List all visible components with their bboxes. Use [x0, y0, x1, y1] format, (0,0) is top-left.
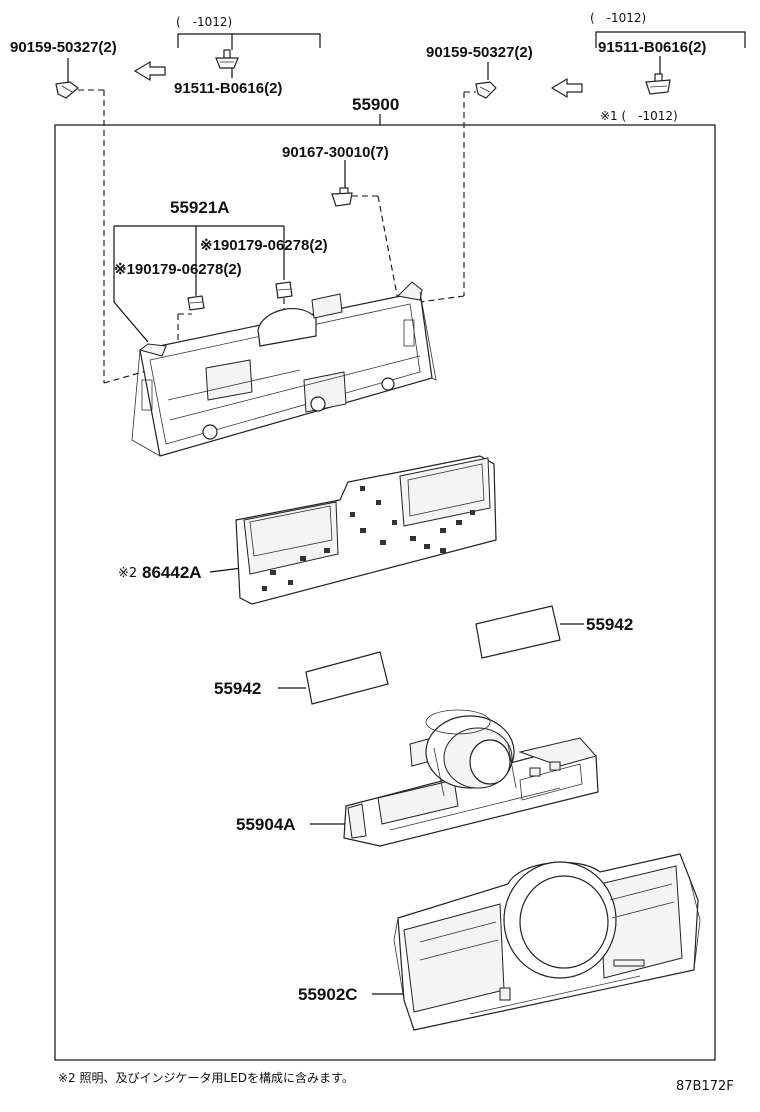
control-unit-55904a — [343, 709, 599, 847]
label-screw-right: 91511-B0616(2) — [598, 39, 706, 56]
label-date-right: ( -1012) — [590, 11, 646, 25]
lens-55942-right — [475, 605, 561, 659]
label-assembly: 55900 — [352, 95, 399, 114]
diagram-code: 87B172F — [676, 1079, 734, 1094]
label-bolt-right: 90159-50327(2) — [426, 44, 533, 61]
screw-icon — [331, 187, 353, 207]
label-control: 55904A — [236, 815, 296, 834]
screw-icon — [187, 295, 205, 311]
footer-note: ※2 照明、及びインジケータ用LEDを構成に含みます。 — [58, 1070, 354, 1085]
bolt-icon — [55, 58, 79, 99]
pcb-components — [262, 486, 475, 591]
arrow-left-icon — [133, 60, 166, 82]
pcb-86442a — [235, 455, 497, 605]
screw-icon — [215, 49, 239, 69]
label-pcb-mark: ※2 — [118, 566, 137, 581]
label-screw-left: 91511-B0616(2) — [174, 80, 282, 97]
assembly-frame — [54, 124, 716, 1061]
label-pcb: 86442A — [142, 563, 202, 582]
screw-icon — [645, 73, 671, 95]
panel-55902c — [393, 853, 701, 1031]
label-note1-date: ※1 ( -1012) — [600, 109, 678, 123]
label-bracket: 55921A — [170, 198, 230, 217]
label-lens-left: 55942 — [214, 679, 261, 698]
arrow-left-icon — [550, 77, 583, 99]
label-screw-bracket: 90167-30010(7) — [282, 144, 389, 161]
date-bracket-left — [177, 33, 321, 48]
label-screw-mid-b: ※190179-06278(2) — [114, 261, 242, 278]
label-panel: 55902C — [298, 985, 358, 1004]
lens-55942-left — [305, 651, 389, 705]
label-bolt-left: 90159-50327(2) — [10, 39, 117, 56]
label-date-left: ( -1012) — [176, 15, 232, 29]
label-screw-mid-a: ※190179-06278(2) — [200, 237, 328, 254]
date-bracket-right — [595, 31, 746, 48]
bracket-55921a — [131, 281, 437, 457]
label-lens-right: 55942 — [586, 615, 633, 634]
bolt-icon — [475, 81, 497, 99]
screw-icon — [275, 281, 293, 299]
